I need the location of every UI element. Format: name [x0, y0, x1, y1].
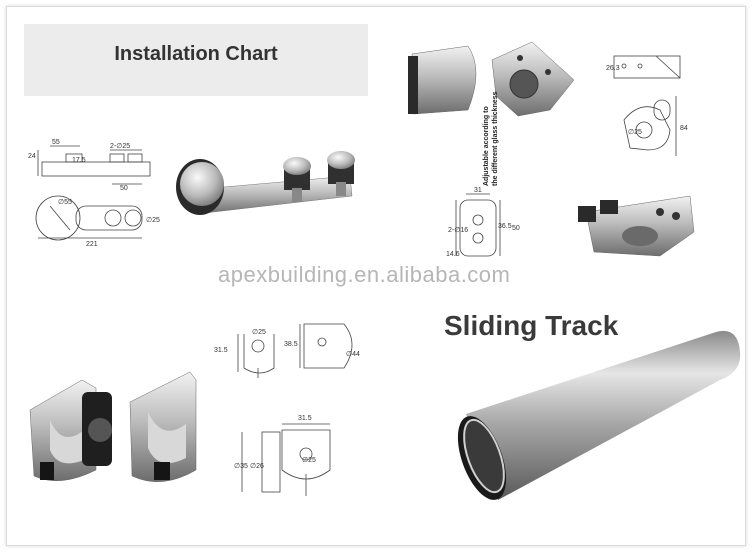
u-bracket-photo-right — [129, 371, 197, 482]
dim-label: ∅25 — [252, 329, 266, 336]
disc-drawing — [299, 323, 353, 369]
bracket-photo — [578, 195, 695, 257]
dim-label: ∅55 — [58, 199, 72, 206]
roller-top-drawing — [35, 195, 143, 241]
product-sheet — [6, 6, 746, 546]
dim-label: 31.5 — [214, 347, 228, 354]
title-panel: Installation Chart — [24, 24, 368, 96]
dim-label: 50 — [120, 185, 128, 192]
dim-label: ∅35 — [234, 463, 248, 470]
adjustable-note: Adjustable according to the different gl… — [482, 66, 500, 186]
dim-label: ∅25 — [302, 457, 316, 464]
dim-label: 31 — [474, 187, 482, 194]
dim-label: 84 — [680, 125, 688, 132]
hook-drawing — [237, 334, 275, 378]
adjustable-note-line1: Adjustable according to — [483, 106, 490, 186]
adjustable-note-line2: the different glass thickness — [492, 91, 499, 186]
dim-label: 17.5 — [72, 157, 86, 164]
clamp-plate-drawing — [455, 193, 501, 257]
page-title: Installation Chart — [114, 43, 278, 65]
bracket-drawing — [613, 55, 681, 156]
dim-label: ∅25 — [146, 217, 160, 224]
u-bracket-photo-left — [29, 379, 112, 481]
sliding-track-label: Sliding Track — [444, 310, 619, 341]
guide-drawing — [241, 423, 331, 496]
dim-label: ∅26 — [250, 463, 264, 470]
roller-side-drawing — [37, 145, 151, 185]
dim-label: ∅44 — [346, 351, 360, 358]
dim-label: 31.5 — [298, 415, 312, 422]
dim-label: 36.5 — [498, 223, 512, 230]
dim-label: 50 — [512, 225, 520, 232]
clamp-photo-side — [491, 41, 575, 117]
dim-label: ∅25 — [628, 129, 642, 136]
dim-label: 24 — [28, 153, 36, 160]
dim-label: 221 — [86, 241, 98, 248]
dim-label: 14.6 — [446, 251, 460, 258]
roller-bar-photo — [176, 151, 355, 215]
watermark: apexbuilding.en.alibaba.com — [218, 262, 511, 287]
sliding-track-photo — [457, 330, 741, 500]
clamp-photo-front — [408, 45, 477, 115]
dim-label: 55 — [52, 139, 60, 146]
dim-label: 26.3 — [606, 65, 620, 72]
dim-label: 2-∅16 — [448, 227, 468, 234]
dim-label: 38.5 — [284, 341, 298, 348]
dim-label: 2-∅25 — [110, 143, 130, 150]
